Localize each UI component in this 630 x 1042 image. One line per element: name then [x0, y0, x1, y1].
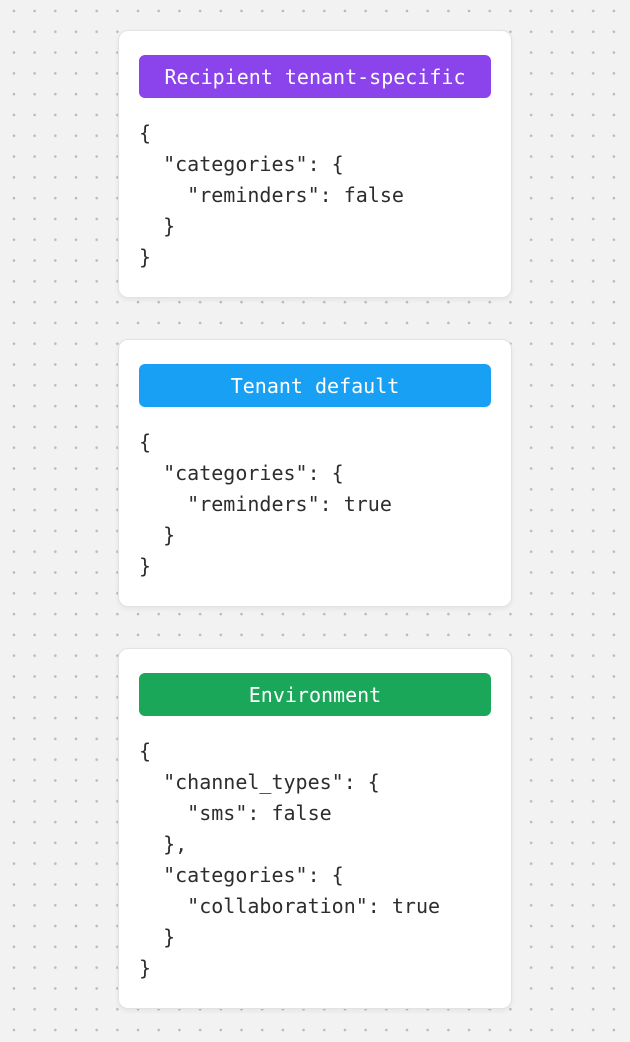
card-recipient-tenant-specific: Recipient tenant-specific { "categories"…	[118, 30, 512, 298]
card-environment: Environment { "channel_types": { "sms": …	[118, 648, 512, 1009]
json-code-tenant-default: { "categories": { "reminders": true } }	[139, 430, 392, 578]
card-tenant-default: Tenant default { "categories": { "remind…	[118, 339, 512, 607]
preference-card-stack: Recipient tenant-specific { "categories"…	[118, 0, 512, 1009]
badge-label-tenant-default: Tenant default	[230, 373, 400, 398]
badge-label-recipient-tenant-specific: Recipient tenant-specific	[164, 64, 466, 89]
json-code-recipient-tenant-specific: { "categories": { "reminders": false } }	[139, 121, 404, 269]
badge-label-environment: Environment	[248, 682, 382, 707]
json-code-environment: { "channel_types": { "sms": false }, "ca…	[139, 739, 441, 980]
badge-recipient-tenant-specific: Recipient tenant-specific	[139, 55, 491, 98]
badge-environment: Environment	[139, 673, 491, 716]
badge-tenant-default: Tenant default	[139, 364, 491, 407]
